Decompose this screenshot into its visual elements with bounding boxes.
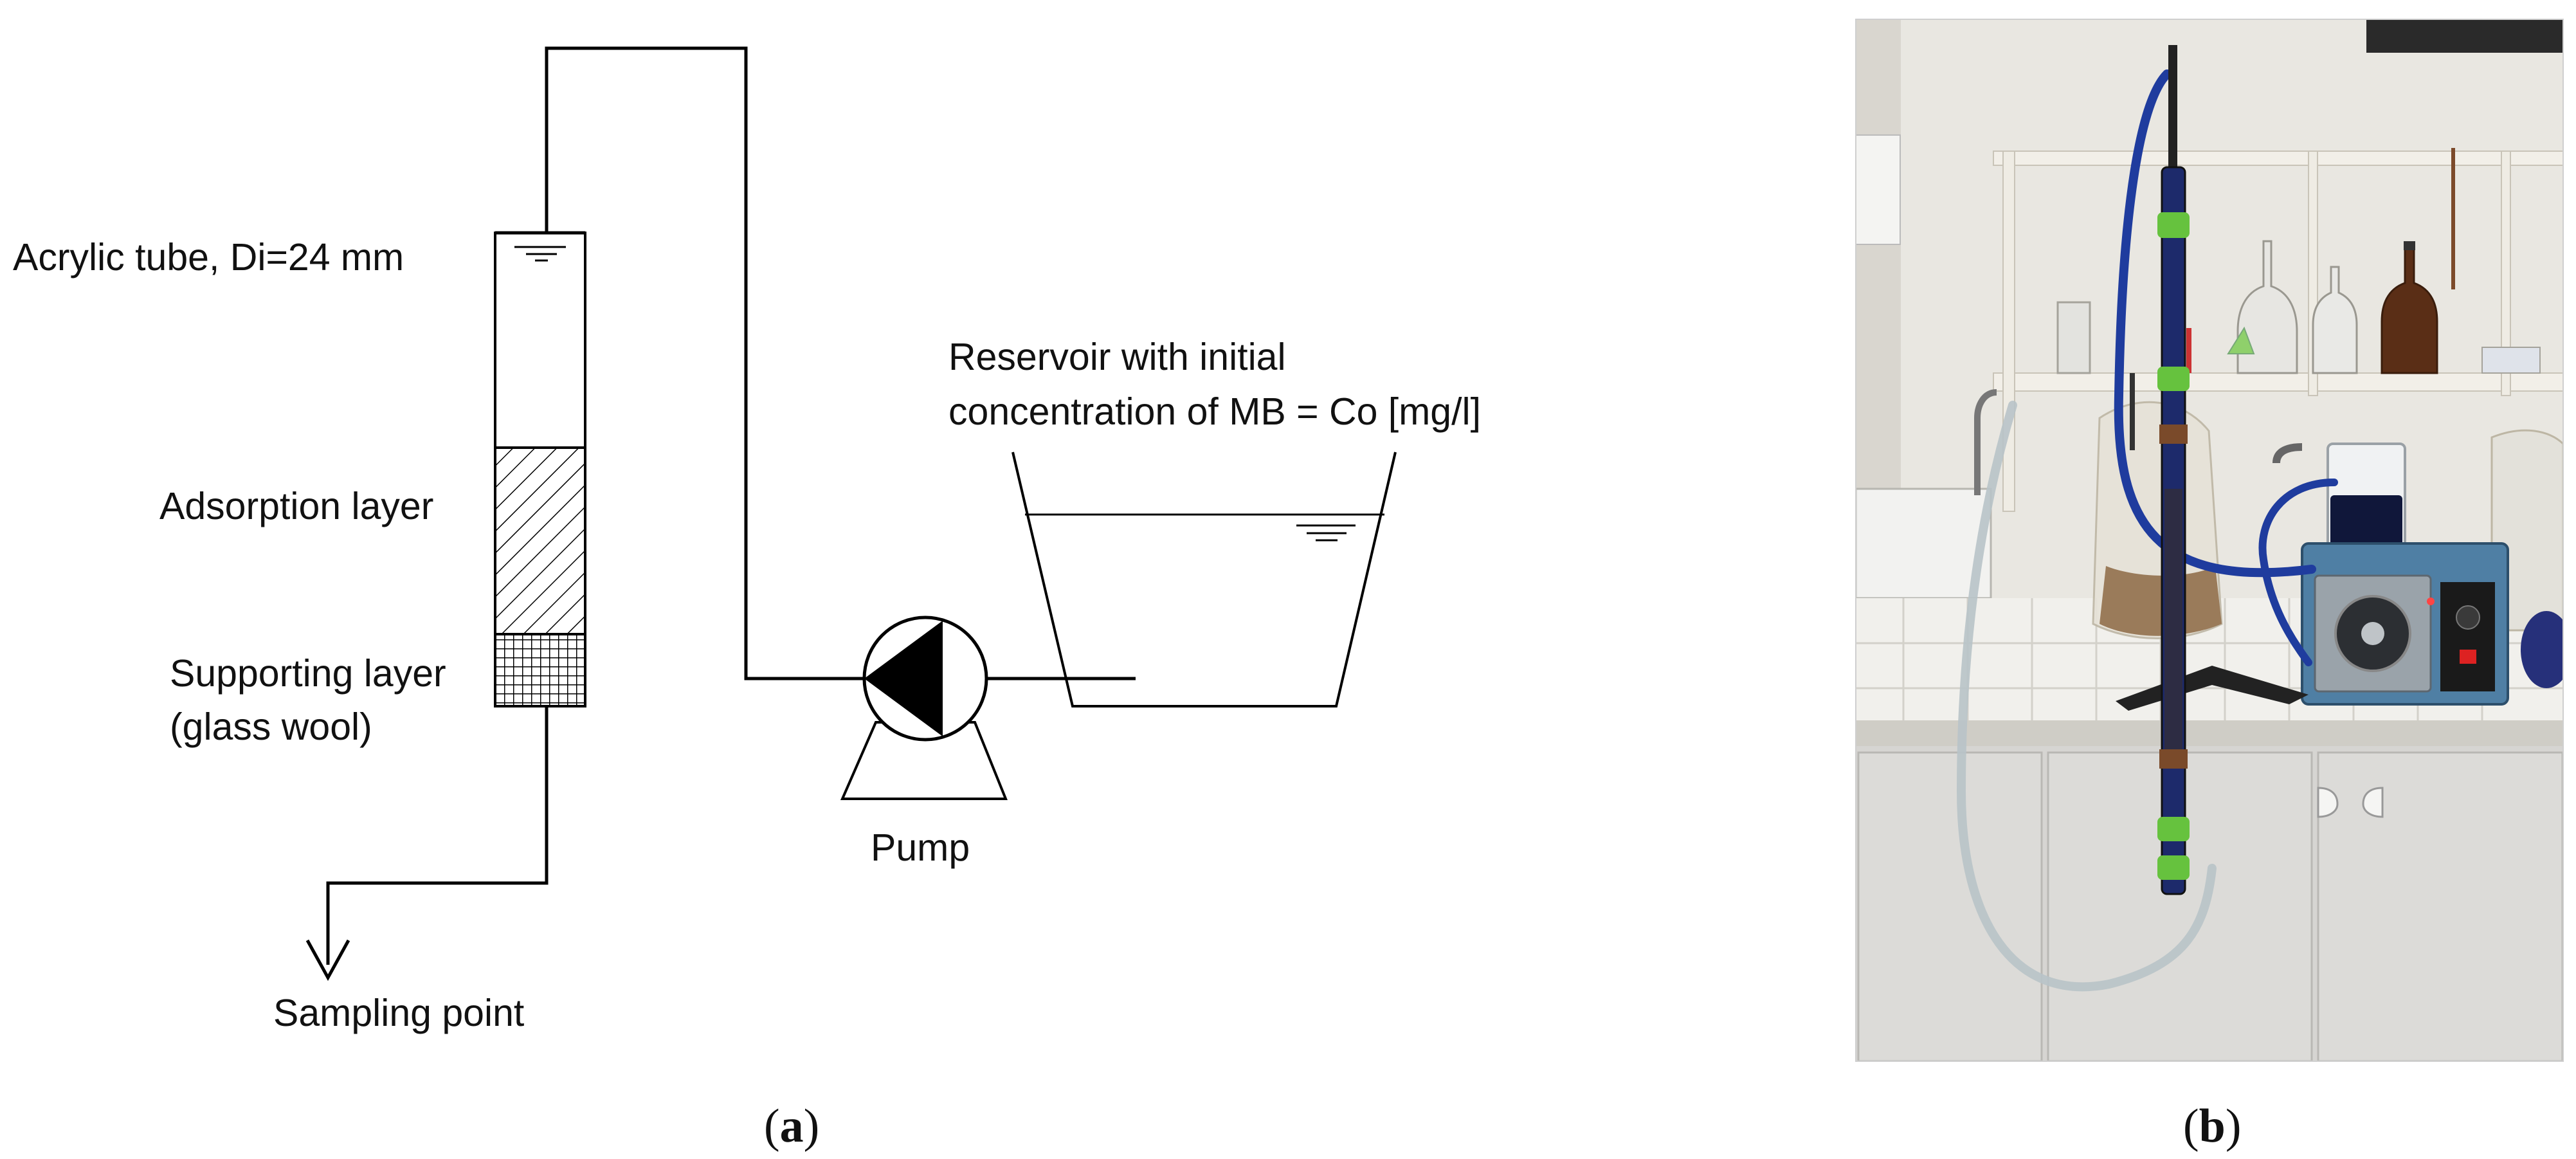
photo-sink [1856, 488, 1992, 599]
label-glass-wool: (glass wool) [170, 706, 372, 748]
photo-wall-poster [2366, 19, 2563, 53]
photo-tubing [1956, 69, 2338, 992]
column-empty-section [494, 232, 586, 449]
piping [326, 46, 1136, 965]
photo-wall-notice [1856, 134, 1901, 245]
label-sampling-point: Sampling point [273, 992, 524, 1034]
label-pump: Pump [871, 826, 970, 869]
column-water-level-icon [514, 246, 566, 262]
caption-a: (a) [764, 1100, 819, 1153]
caption-b: (b) [2183, 1100, 2241, 1153]
reservoir-water-level-icon [1296, 524, 1356, 542]
photo-panel: (b) [1855, 19, 2564, 1153]
photo-frame [1855, 19, 2564, 1062]
acrylic-column [494, 231, 586, 707]
outlet-pipe [326, 706, 549, 965]
photo-column [2157, 45, 2190, 895]
sampling-arrow-icon [305, 939, 350, 981]
reservoir-walls [1011, 452, 1397, 707]
supporting-layer [494, 633, 586, 707]
pump-direction-triangle [864, 621, 943, 736]
schematic-panel: Acrylic tube, Di=24 mm Adsorption layer … [13, 46, 1481, 1153]
label-supporting-layer: Supporting layer [170, 652, 446, 695]
photo-beaker [2327, 443, 2406, 554]
label-reservoir-line1: Reservoir with initial [948, 336, 1286, 378]
label-acrylic-tube: Acrylic tube, Di=24 mm [13, 236, 404, 278]
reservoir [1011, 452, 1397, 707]
pump-icon [840, 616, 1008, 800]
feed-pipe [545, 46, 864, 680]
photo-peristaltic-pump [2301, 542, 2509, 706]
adsorption-layer [494, 446, 586, 635]
label-adsorption-layer: Adsorption layer [159, 485, 433, 527]
label-reservoir-line2: concentration of MB = Co [mg/l] [948, 390, 1481, 433]
photo-cabinets [1856, 746, 2563, 1061]
photo-glassware [2056, 148, 2541, 374]
